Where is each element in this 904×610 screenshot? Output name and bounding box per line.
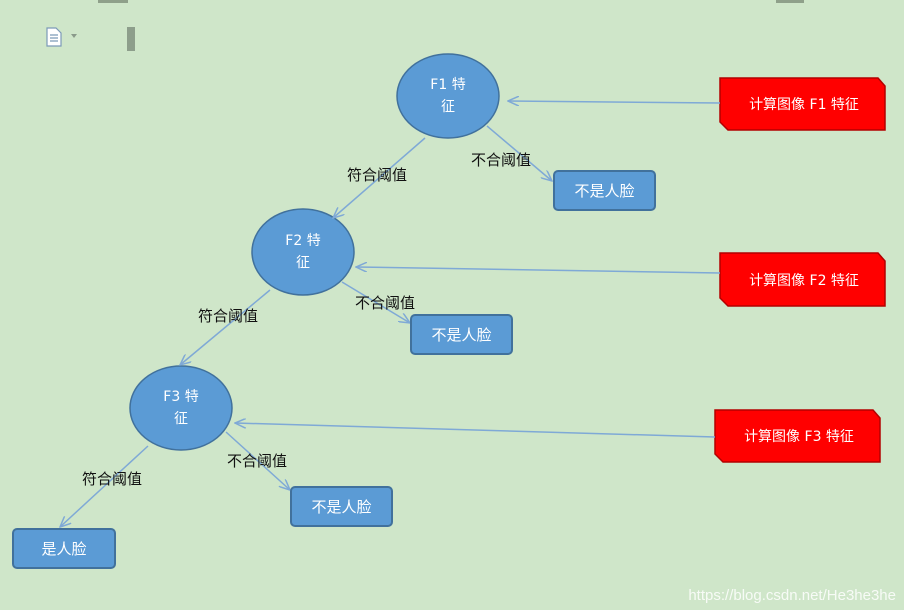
arrow-callout-f2: [356, 267, 721, 274]
dropdown-arrow-icon[interactable]: [71, 34, 77, 38]
arrow-pass-f3: [60, 445, 149, 527]
callout-shape-f1: [719, 77, 886, 131]
arrow-callout-f1: [508, 101, 721, 103]
node-f3-line1: F3 特: [163, 389, 199, 405]
callout-f1: 计算图像 F1 特征: [749, 97, 859, 113]
node-f1-label: F1 特 征: [398, 74, 498, 118]
node-f2-label: F2 特 征: [253, 230, 353, 274]
callout-shape-f2: [719, 252, 886, 307]
result-not-face-2: 不是人脸: [410, 314, 513, 355]
edge-label-fail-1: 不合阈值: [471, 151, 532, 169]
result-is-face: 是人脸: [12, 528, 116, 569]
callout-shape-f3: [714, 409, 881, 463]
callout-f3: 计算图像 F3 特征: [744, 429, 854, 445]
node-f2-line2: 征: [296, 255, 310, 271]
node-f1-line2: 征: [441, 99, 455, 115]
result-not-face-1: 不是人脸: [553, 170, 656, 211]
arrow-callout-f3: [235, 423, 716, 438]
edge-label-pass-1: 符合阈值: [347, 166, 408, 184]
node-f3-line2: 征: [174, 411, 188, 427]
arrow-fail-f2: [341, 281, 410, 323]
node-f3-label: F3 特 征: [131, 386, 231, 430]
result-not-face-3: 不是人脸: [290, 486, 393, 527]
node-f1-line1: F1 特: [430, 77, 466, 93]
arrow-fail-f1: [486, 125, 552, 181]
node-f1: [396, 53, 500, 139]
edge-label-pass-2: 符合阈值: [198, 307, 259, 325]
edge-label-fail-2: 不合阈值: [355, 294, 416, 312]
toolbar-edge-left: [98, 0, 128, 3]
arrow-fail-f3: [225, 431, 290, 490]
arrow-pass-f2: [180, 289, 271, 365]
arrow-pass-f1: [333, 137, 426, 218]
node-f2-line1: F2 特: [285, 233, 321, 249]
callout-f2: 计算图像 F2 特征: [749, 272, 859, 289]
edge-label-pass-3: 符合阈值: [82, 470, 143, 488]
edge-label-fail-3: 不合阈值: [227, 452, 288, 470]
toolbar-edge-right: [776, 0, 804, 3]
toolbar-bar-icon: [127, 27, 135, 51]
watermark: https://blog.csdn.net/He3he3he: [688, 587, 896, 604]
document-icon[interactable]: [46, 27, 62, 47]
node-f2: [251, 208, 355, 296]
